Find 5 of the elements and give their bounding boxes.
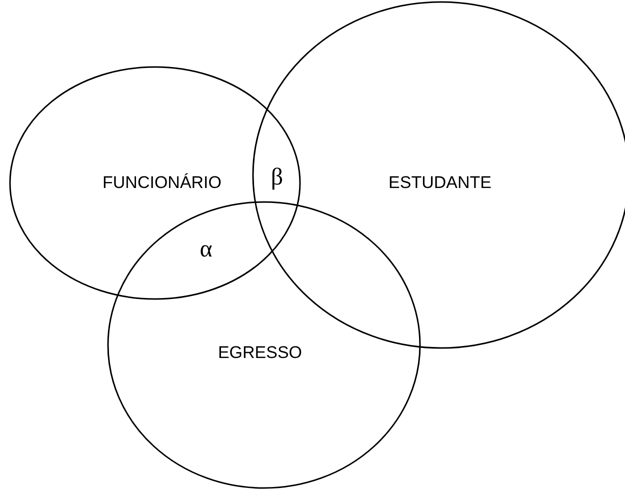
set-label: EGRESSO: [218, 343, 302, 363]
set-label: ESTUDANTE: [388, 173, 492, 193]
region-label: α: [200, 236, 212, 264]
set-label: FUNCIONÁRIO: [102, 173, 222, 193]
region-label: β: [270, 164, 284, 192]
